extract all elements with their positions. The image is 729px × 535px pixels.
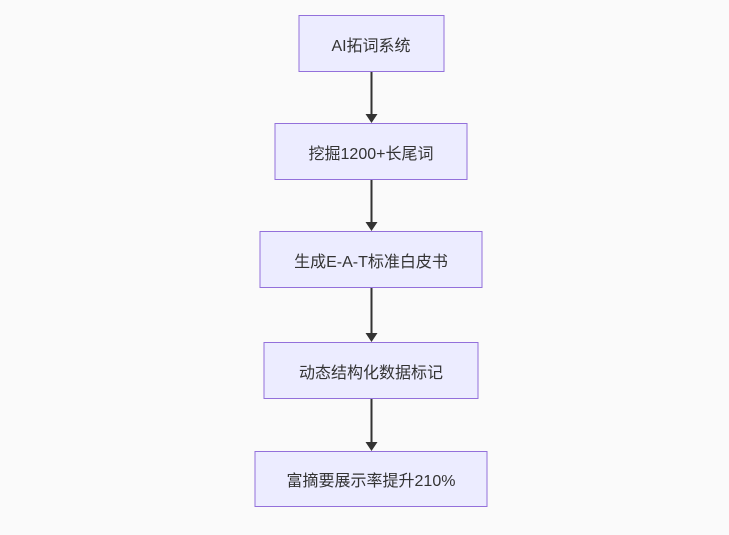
arrow-down-icon [365,222,377,231]
arrow-line [370,72,372,115]
arrow-line [370,180,372,223]
arrow-down-icon [365,442,377,451]
flow-node-eat-whitepaper: 生成E-A-T标准白皮书 [259,231,483,288]
node-label: 富摘要展示率提升210% [286,473,456,490]
flowchart: AI拓词系统 挖掘1200+长尾词 生成E-A-T标准白皮书 动态结构化数据标记 [254,15,488,507]
flow-node-ai-keyword-system: AI拓词系统 [298,15,444,72]
arrow-line [370,288,372,334]
flow-node-longtail-mining: 挖掘1200+长尾词 [274,123,468,180]
node-label: 挖掘1200+长尾词 [308,145,434,163]
node-label: 生成E-A-T标准白皮书 [294,253,448,271]
node-label: AI拓词系统 [331,37,411,55]
connector-4 [365,399,377,451]
connector-1 [365,72,377,123]
connector-2 [365,180,377,231]
node-label: 动态结构化数据标记 [298,364,443,382]
connector-3 [365,288,377,342]
flow-node-rich-snippet-result: 富摘要展示率提升210% [254,451,488,507]
arrow-down-icon [365,114,377,123]
arrow-down-icon [365,333,377,342]
arrow-line [370,399,372,443]
flow-node-structured-data-markup: 动态结构化数据标记 [263,342,479,399]
